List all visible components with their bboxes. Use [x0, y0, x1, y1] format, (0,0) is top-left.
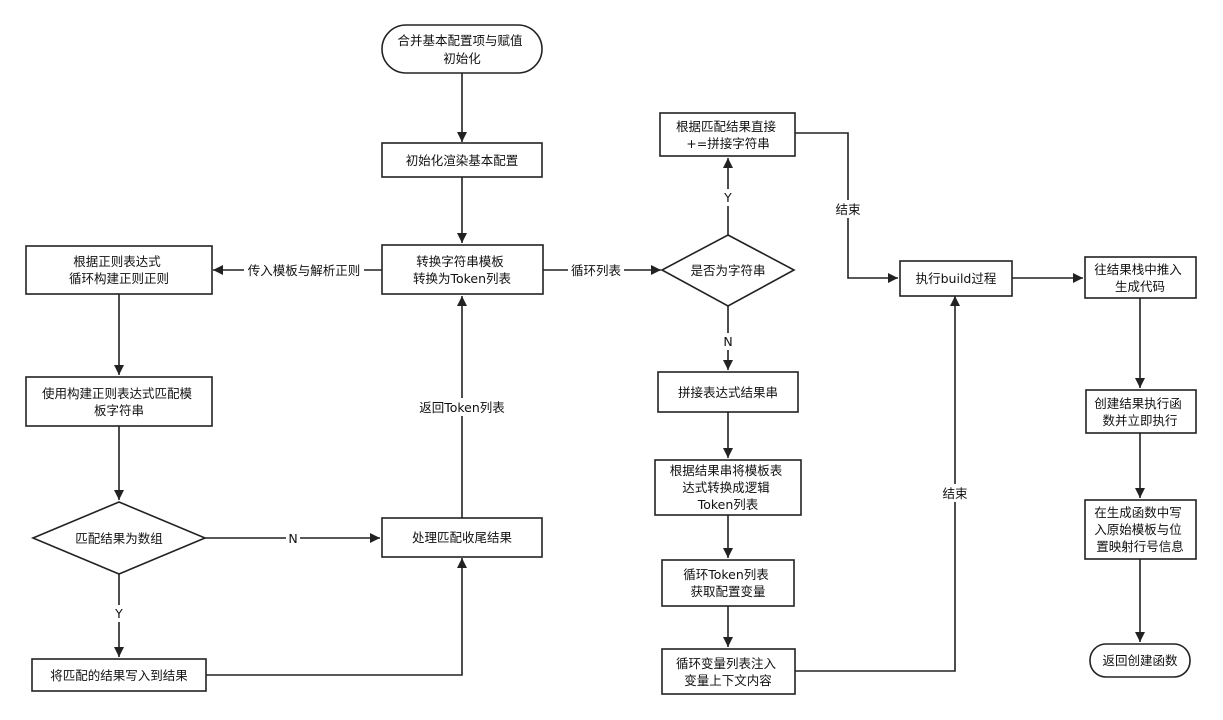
node-start: 合并基本配置项与赋值 初始化: [381, 24, 543, 74]
label-string-no: N: [721, 333, 735, 350]
node-convert-logic: 根据结果串将模板表 达式转换成逻辑 Token列表: [654, 459, 802, 516]
label-end-top: 结束: [833, 200, 863, 218]
node-start-text: 合并基本配置项与赋值 初始化: [398, 33, 527, 66]
label-pass-template-text: 传入模板与解析正则: [248, 263, 361, 278]
node-is-string: 是否为字符串: [660, 234, 796, 307]
label-string-yes-text: Y: [723, 190, 732, 205]
node-exec-build: 执行build过程: [899, 260, 1013, 297]
label-string-yes: Y: [721, 189, 735, 206]
node-init-render: 初始化渲染基本配置: [381, 142, 543, 178]
node-direct-concat-text: 根据匹配结果直接 +=拼接字符串: [676, 119, 780, 151]
edge-write-to-tail: [206, 558, 467, 676]
node-init-render-text: 初始化渲染基本配置: [406, 153, 519, 168]
node-inject-context: 循环变量列表注入 变量上下文内容: [661, 648, 796, 695]
edge-labels: 传入模板与解析正则 返回Token列表 N Y 循环列表 Y N 结束: [112, 189, 970, 622]
node-create-func-text: 创建结果执行函 数并立即执行: [1094, 396, 1186, 428]
node-create-func: 创建结果执行函 数并立即执行: [1085, 389, 1197, 434]
label-string-no-text: N: [723, 334, 732, 349]
node-write-result-text: 将匹配的结果写入到结果: [50, 668, 188, 683]
node-push-stack-text: 往结果栈中推入 生成代码: [1094, 262, 1186, 294]
node-match-template: 使用构建正则表达式匹配模 板字符串: [25, 376, 213, 427]
node-concat-expr: 拼接表达式结果串: [657, 371, 799, 413]
node-exec-build-text: 执行build过程: [916, 271, 997, 286]
node-inject-context-text: 循环变量列表注入 变量上下文内容: [676, 656, 780, 688]
label-array-no: N: [286, 530, 300, 547]
label-end-top-text: 结束: [835, 202, 861, 217]
node-is-string-text: 是否为字符串: [690, 263, 765, 278]
node-build-regex-text: 根据正则表达式 循环构建正则正则: [69, 254, 169, 286]
node-match-template-text: 使用构建正则表达式匹配模 板字符串: [42, 386, 196, 418]
label-pass-template: 传入模板与解析正则: [244, 261, 364, 279]
label-array-yes: Y: [112, 605, 126, 622]
decision-shape: [30, 501, 208, 575]
label-return-tokens-text: 返回Token列表: [419, 400, 505, 415]
node-write-info-text: 在生成函数中写 入原始模板与位 置映射行号信息: [1094, 505, 1186, 554]
node-handle-tail-text: 处理匹配收尾结果: [412, 530, 513, 545]
terminal-shape: [381, 24, 543, 74]
node-handle-tail: 处理匹配收尾结果: [381, 517, 543, 558]
node-direct-concat: 根据匹配结果直接 +=拼接字符串: [659, 112, 796, 157]
terminal-shape: [1089, 643, 1191, 678]
node-convert-template: 转换字符串模板 转换为Token列表: [381, 244, 544, 295]
label-loop-list: 循环列表: [568, 261, 624, 279]
nodes: 合并基本配置项与赋值 初始化 初始化渲染基本配置 转换字符串模板 转换为Toke…: [25, 24, 1197, 695]
node-build-regex: 根据正则表达式 循环构建正则正则: [25, 245, 213, 295]
edge-inject-to-build: [795, 296, 960, 672]
node-write-info: 在生成函数中写 入原始模板与位 置映射行号信息: [1084, 499, 1197, 560]
node-push-stack: 往结果栈中推入 生成代码: [1084, 256, 1197, 299]
label-array-no-text: N: [288, 531, 297, 546]
node-concat-expr-text: 拼接表达式结果串: [678, 385, 778, 400]
label-return-tokens: 返回Token列表: [414, 398, 510, 416]
label-end-bottom: 结束: [940, 484, 970, 502]
node-convert-template-text: 转换字符串模板 转换为Token列表: [413, 254, 512, 286]
decision-shape: [660, 234, 796, 307]
node-return-func-text: 返回创建函数: [1102, 653, 1178, 668]
node-loop-tokens: 循环Token列表 获取配置变量: [661, 559, 795, 607]
label-end-bottom-text: 结束: [942, 486, 968, 501]
node-write-result: 将匹配的结果写入到结果: [31, 658, 207, 692]
label-loop-list-text: 循环列表: [571, 263, 622, 278]
connectors: [114, 73, 1145, 676]
node-is-array: 匹配结果为数组: [30, 501, 208, 575]
label-array-yes-text: Y: [114, 606, 123, 621]
node-loop-tokens-text: 循环Token列表 获取配置变量: [683, 567, 773, 599]
node-return-func: 返回创建函数: [1089, 643, 1191, 678]
node-convert-logic-text: 根据结果串将模板表 达式转换成逻辑 Token列表: [670, 463, 787, 512]
node-is-array-text: 匹配结果为数组: [75, 531, 163, 546]
